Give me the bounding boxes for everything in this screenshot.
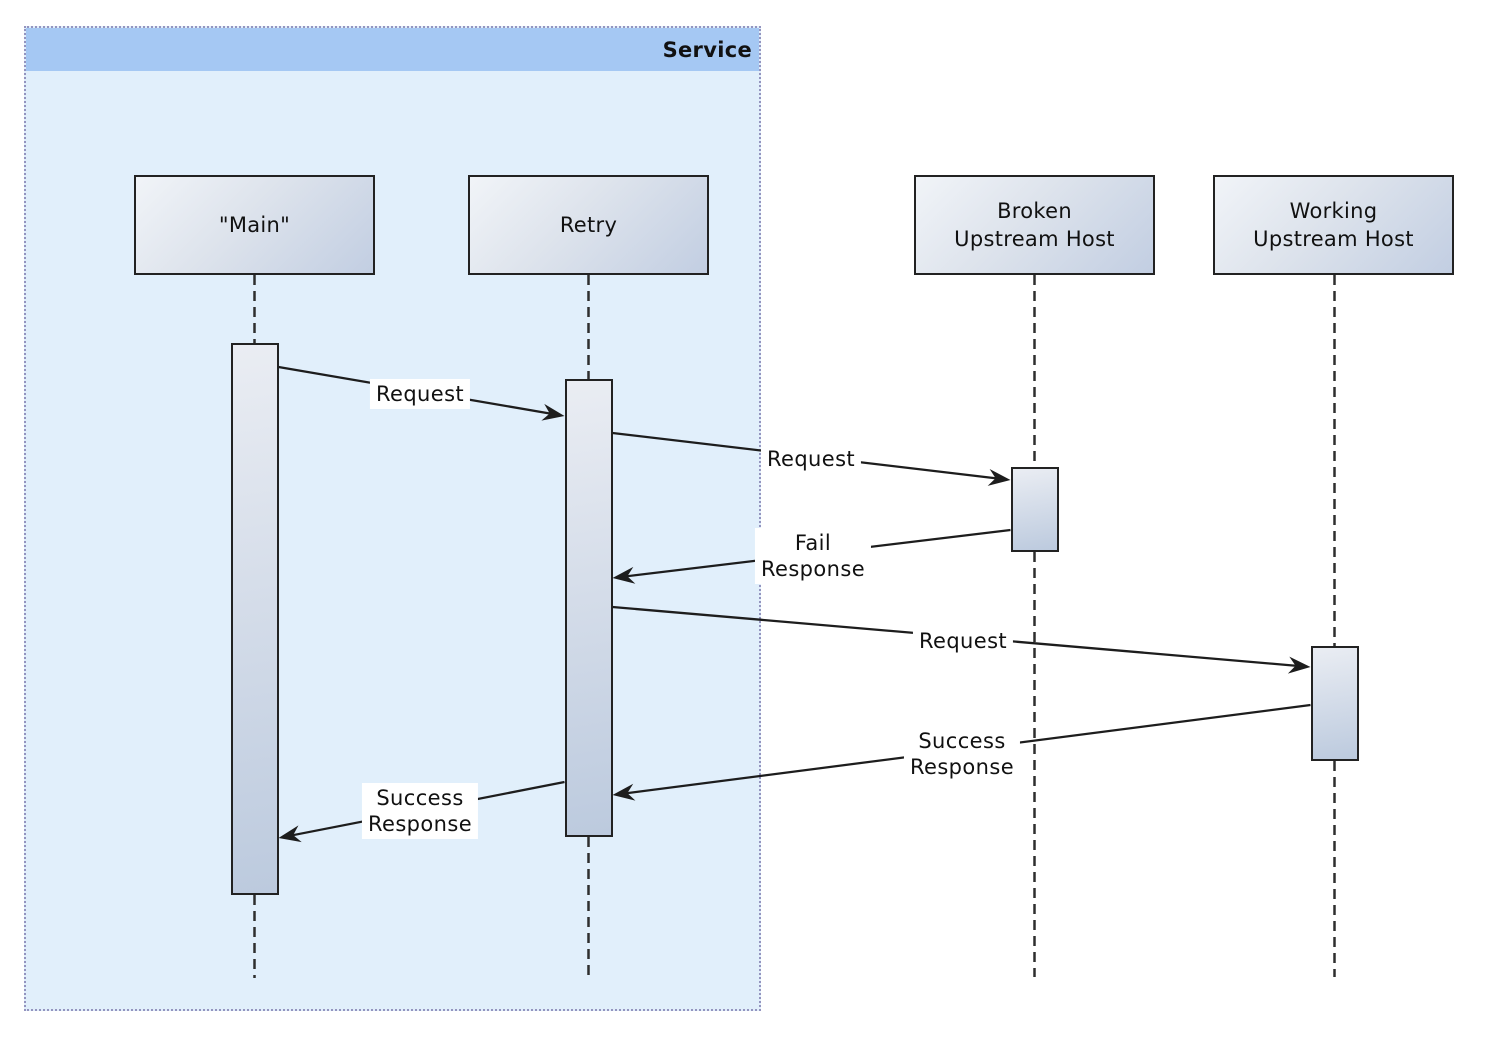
activation-main	[230, 343, 279, 895]
message-label-success-response-retry-main: Success Response	[361, 783, 479, 839]
arrowhead-icon	[541, 403, 565, 421]
activation-retry	[564, 379, 613, 837]
service-frame-header: Service	[26, 28, 759, 71]
arrowhead-icon	[612, 783, 636, 801]
activation-broken-upstream-host	[1010, 467, 1059, 552]
actor-box-working-upstream-host: Working Upstream Host	[1213, 175, 1454, 275]
actor-label: Broken	[997, 199, 1072, 223]
actor-label: Working	[1289, 199, 1378, 223]
actor-label: Upstream Host	[1253, 227, 1414, 251]
message-label-request-retry-broken: Request	[760, 444, 862, 474]
message-label-request-main-retry: Request	[369, 379, 471, 409]
actor-label: Retry	[559, 213, 618, 237]
actor-box-broken-upstream-host: Broken Upstream Host	[914, 175, 1155, 275]
arrowhead-icon	[612, 566, 636, 584]
arrowhead-icon	[1287, 656, 1311, 674]
arrowhead-icon	[987, 468, 1011, 486]
actor-box-retry: Retry	[468, 175, 709, 275]
message-label-request-retry-working: Request	[912, 626, 1014, 656]
service-frame-title: Service	[662, 37, 752, 62]
message-label-success-response-working-retry: Success Response	[903, 726, 1021, 782]
activation-working-upstream-host	[1310, 646, 1359, 761]
arrowhead-icon	[278, 825, 302, 843]
actor-label: "Main"	[218, 213, 291, 237]
actor-box-main: "Main"	[134, 175, 375, 275]
actor-label: Upstream Host	[954, 227, 1115, 251]
message-label-fail-response: Fail Response	[754, 528, 872, 584]
